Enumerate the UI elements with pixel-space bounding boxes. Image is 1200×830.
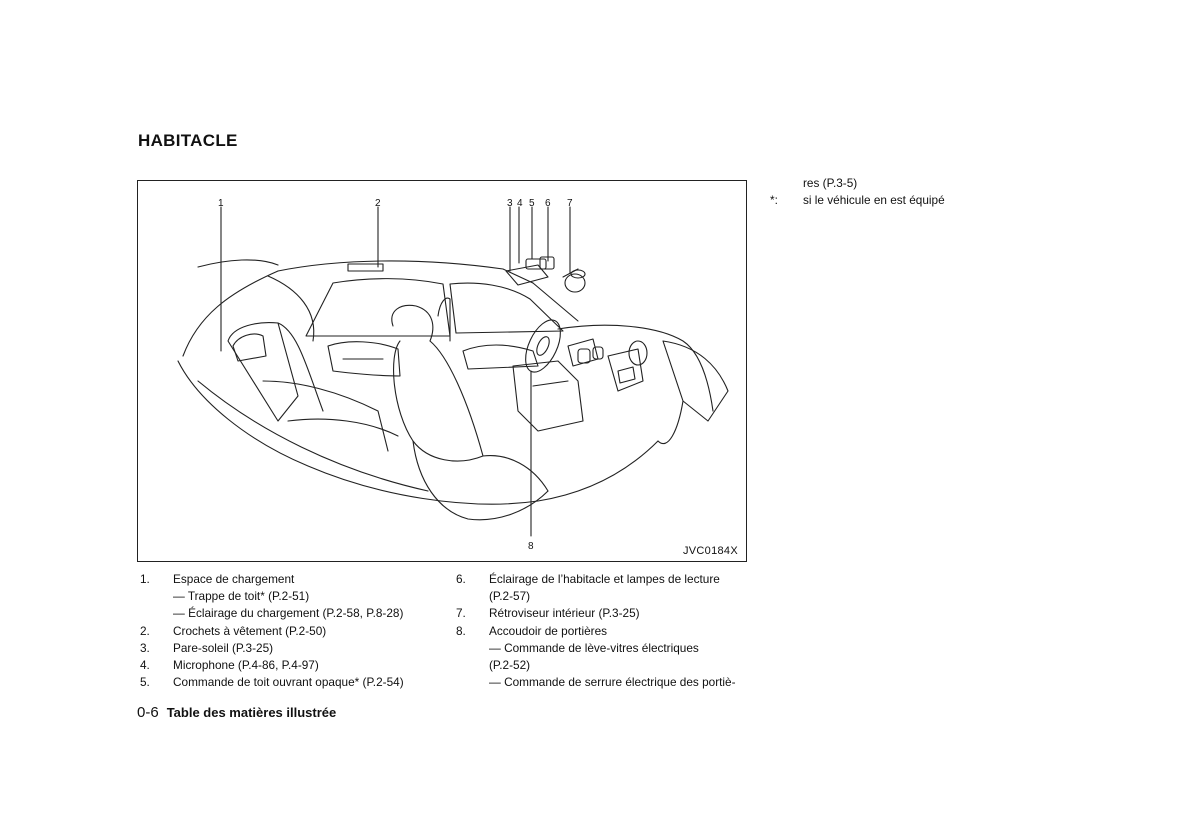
callout-6: 6	[545, 198, 551, 209]
legend-item-2: 2. Crochets à vêtement (P.2-50)	[140, 623, 440, 640]
legend-number: 3.	[140, 640, 150, 655]
legend-text: Espace de chargement	[173, 572, 295, 586]
legend-item-5: 5. Commande de toit ouvrant opaque* (P.2…	[140, 674, 440, 691]
callout-7: 7	[567, 198, 573, 209]
legend-subitem: — Commande de serrure électrique des por…	[489, 675, 736, 690]
legend-number: 5.	[140, 675, 150, 690]
figure-code: JVC0184X	[683, 545, 738, 557]
legend-text: Microphone (P.4-86, P.4-97)	[173, 658, 319, 673]
callout-3: 3	[507, 198, 513, 209]
legend-text: Rétroviseur intérieur (P.3-25)	[489, 606, 640, 621]
legend-item-1: 1. Espace de chargement	[140, 571, 440, 588]
page-number: 0-6	[137, 704, 159, 721]
legend-subitem: — Éclairage du chargement (P.2-58, P.8-2…	[173, 606, 404, 621]
legend-text: Éclairage de l’habitacle et lampes de le…	[489, 572, 720, 586]
legend-number: 4.	[140, 658, 150, 673]
legend-item-3: 3. Pare-soleil (P.3-25)	[140, 640, 440, 657]
legend-item-4: 4. Microphone (P.4-86, P.4-97)	[140, 657, 440, 674]
legend-number: 6.	[456, 572, 466, 586]
legend-text: Accoudoir de portières	[489, 623, 608, 638]
legend-number: 7.	[456, 606, 466, 621]
legend-text: Commande de toit ouvrant opaque* (P.2-54…	[173, 675, 404, 690]
legend-subitem: — Trappe de toit* (P.2-51)	[173, 589, 310, 604]
legend-continuation: res (P.3-5)	[803, 176, 858, 190]
legend-number: 2.	[140, 623, 150, 638]
callout-1: 1	[218, 198, 224, 209]
legend-text: Crochets à vêtement (P.2-50)	[173, 623, 327, 638]
legend-column-2: 6. Éclairage de l’habitacle et lampes de…	[456, 571, 756, 691]
callout-4: 4	[517, 198, 523, 209]
legend-item-7: 7. Rétroviseur intérieur (P.3-25)	[456, 605, 756, 622]
callout-2: 2	[375, 198, 381, 209]
legend-subitem: — Commande de lève-vitres électriques	[489, 640, 699, 655]
page-footer: 0-6 Table des matières illustrée	[137, 704, 336, 721]
interior-line-drawing	[177, 206, 729, 537]
legend-column-3: res (P.3-5) *: si le véhicule en est équ…	[770, 175, 1030, 209]
callout-5: 5	[529, 198, 535, 209]
interior-illustration: 1 2 3 4 5 6 7 8 JVC0184X	[137, 180, 747, 562]
section-title: HABITACLE	[138, 131, 238, 150]
legend-number: 1.	[140, 572, 150, 586]
footer-title: Table des matières illustrée	[166, 705, 337, 720]
legend-item-6: 6. Éclairage de l’habitacle et lampes de…	[456, 571, 756, 588]
legend-number: 8.	[456, 623, 466, 638]
callout-numbers: 1 2 3 4 5 6 7 8	[218, 198, 573, 552]
callout-8: 8	[528, 541, 534, 552]
legend-column-1: 1. Espace de chargement — Trappe de toit…	[140, 571, 440, 691]
footnote: *: si le véhicule en est équipé	[770, 192, 1030, 209]
footnote-text: si le véhicule en est équipé	[803, 193, 945, 208]
legend-text: Pare-soleil (P.3-25)	[173, 640, 274, 655]
legend-item-8: 8. Accoudoir de portières	[456, 623, 756, 640]
footnote-mark: *:	[770, 193, 778, 208]
legend-continuation: (P.2-57)	[489, 589, 531, 604]
legend-continuation: (P.2-52)	[489, 658, 531, 673]
